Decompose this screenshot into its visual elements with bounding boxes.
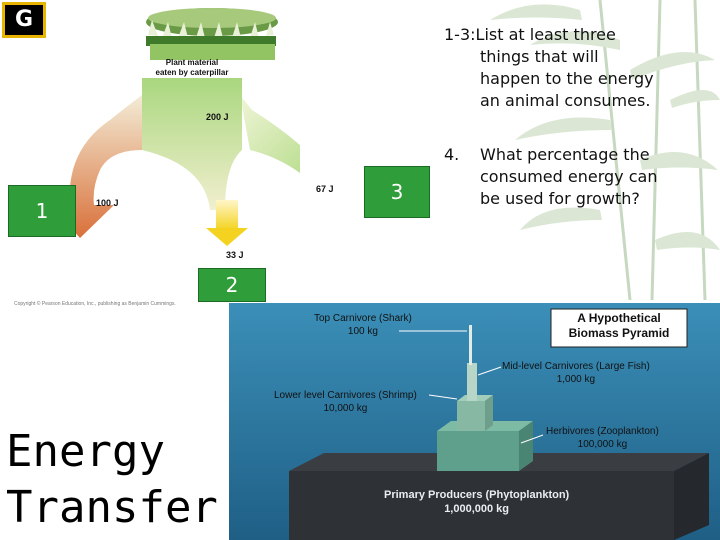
copyright-notice: Copyright © Pearson Education, Inc., pub… xyxy=(14,301,176,307)
slide-title: Energy Transfer xyxy=(6,424,218,536)
energy-in-label: 200 J xyxy=(206,112,229,122)
pyramid-title: A Hypothetical Biomass Pyramid xyxy=(551,311,687,341)
pyramid-title-box xyxy=(550,308,688,348)
title-line-1: Energy xyxy=(6,426,165,477)
top-carnivore-block xyxy=(469,325,472,365)
question-1-3-number: 1-3: xyxy=(444,25,476,44)
question-4-number: 4. xyxy=(444,145,460,164)
pyramid-title-line-1: A Hypothetical xyxy=(577,311,661,325)
question-1-3-line-2: things that will xyxy=(480,47,599,66)
herbivores-block-side xyxy=(519,421,533,471)
top-carnivore-name: Top Carnivore (Shark) xyxy=(314,313,412,324)
caterpillar-illustration xyxy=(146,8,278,60)
top-carnivore-mass: 100 kg xyxy=(347,326,378,337)
producers-block-side xyxy=(674,453,709,540)
plant-material-label: Plant material eaten by caterpillar xyxy=(142,58,242,78)
growth-arrow-head xyxy=(206,228,248,246)
mid-carnivore-block xyxy=(467,363,477,401)
herbivores-label: Herbivores (Zooplankton) 100,000 kg xyxy=(546,425,659,451)
lower-carnivore-mass: 10,000 kg xyxy=(323,403,368,414)
feces-label: 100 J xyxy=(96,198,119,208)
lower-carnivore-name: Lower level Carnivores (Shrimp) xyxy=(274,390,417,401)
title-line-2: Transfer xyxy=(6,482,218,533)
slide-badge: G xyxy=(2,2,46,38)
question-1-3: 1-3:List at least three things that will… xyxy=(444,24,714,112)
question-1-3-line-1: List at least three xyxy=(475,25,616,44)
producers-label: Primary Producers (Phytoplankton) 1,000,… xyxy=(384,488,569,516)
energy-flow-diagram xyxy=(50,8,300,246)
producers-mass: 1,000,000 kg xyxy=(444,503,510,515)
lower-carnivore-block-side xyxy=(485,395,493,431)
growth-label: 33 J xyxy=(226,250,244,260)
mid-carnivore-mass: 1,000 kg xyxy=(556,374,596,385)
label-box-2: 2 xyxy=(198,268,266,302)
mid-carnivore-label: Mid-level Carnivores (Large Fish) 1,000 … xyxy=(502,360,650,386)
producers-name: Primary Producers (Phytoplankton) xyxy=(384,489,570,501)
question-1-3-line-3: happen to the energy xyxy=(480,69,654,88)
biomass-pyramid xyxy=(229,303,720,540)
lower-carnivore-block-front xyxy=(457,401,485,431)
respiration-arrow xyxy=(240,95,300,174)
question-4-line-1: What percentage the xyxy=(480,145,650,164)
respiration-label: 67 J xyxy=(316,184,334,194)
herbivores-mass: 100,000 kg xyxy=(577,439,628,450)
herbivores-block-front xyxy=(437,431,519,471)
label-box-3: 3 xyxy=(364,166,430,218)
plant-label-line-2: eaten by caterpillar xyxy=(155,68,229,77)
energy-in-column xyxy=(142,78,242,210)
lower-carnivore-label: Lower level Carnivores (Shrimp) 10,000 k… xyxy=(274,389,417,415)
herbivores-name: Herbivores (Zooplankton) xyxy=(546,426,659,437)
question-4: 4. What percentage the consumed energy ca… xyxy=(444,144,714,210)
producers-block-front xyxy=(289,471,674,540)
bamboo-background xyxy=(490,0,720,300)
question-1-3-line-4: an animal consumes. xyxy=(480,91,651,110)
question-4-line-3: be used for growth? xyxy=(480,189,640,208)
label-box-1: 1 xyxy=(8,185,76,237)
mid-carnivore-name: Mid-level Carnivores (Large Fish) xyxy=(502,361,650,372)
growth-arrow-shaft xyxy=(216,200,238,230)
plant-label-line-1: Plant material xyxy=(165,58,219,67)
question-4-line-2: consumed energy can xyxy=(480,167,658,186)
top-carnivore-label: Top Carnivore (Shark) 100 kg xyxy=(314,312,412,338)
pyramid-title-line-2: Biomass Pyramid xyxy=(568,326,670,340)
